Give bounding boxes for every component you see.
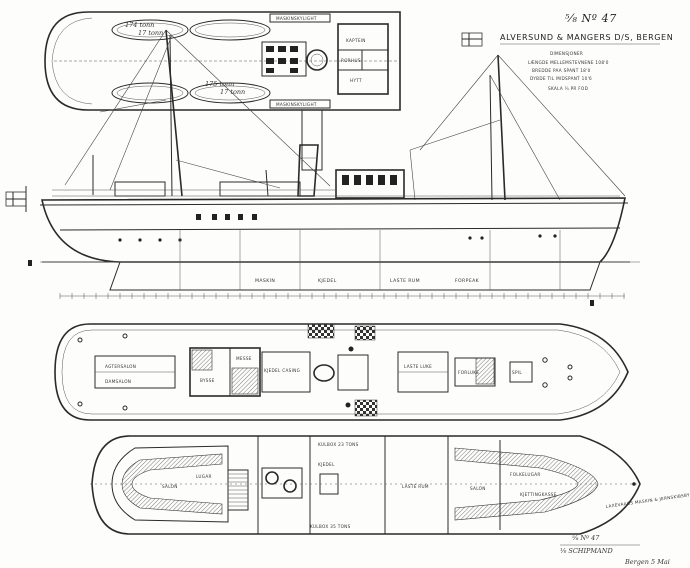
builder-stamp: LAXEVAAGS MASKIN & JERNSKIBSBYGGERI BERG… [605, 487, 690, 509]
dimensions-heading: DIMENSJONER [550, 51, 583, 56]
deck-aft-cabin-2: DAMSALON [105, 379, 131, 384]
owner-line: ALVERSUND & MANGERS D/S, BERGEN [500, 33, 673, 42]
boat-label-right-bottom: 17 tonn [220, 88, 245, 96]
deck-windlass: SPIL [512, 370, 522, 375]
footer-signature: Bergen 5 Mai [624, 558, 670, 566]
skylight-label-top: MASKINSKYLIGHT [276, 16, 317, 21]
boat-deck-plan: 174 tonn 17 tonn 175 tonn 17 tonn KAPTEI… [44, 11, 401, 171]
room-wheelhouse: RORHUS [341, 58, 361, 63]
lower-boiler: KJEDEL [318, 462, 335, 467]
profile-boiler: KJEDEL [318, 278, 337, 284]
room-cabin: HYTT [350, 78, 362, 83]
profile-forepeak: FORPEAK [455, 278, 480, 284]
room-captain: KAPTEIN [346, 38, 366, 43]
lower-chain: KJETTINGKASSE [520, 492, 557, 497]
deck-cargo-hatch: LASTE LUKE [404, 364, 432, 369]
profile-cargo: LASTE RUM [390, 278, 420, 284]
deck-aft-cabin: AGTERSALON [105, 364, 136, 369]
lower-crew: FOLKELUGAR [510, 472, 541, 477]
deck-fore-hatch: FORLUKE [458, 370, 479, 375]
dimension-breadth: BREDDE PAA SPANT 18'0 [532, 68, 591, 73]
boat-label-left-bottom: 17 tonn [138, 29, 163, 37]
main-deck-plan: AGTERSALON DAMSALON BYSSE MESSE KJEDEL C… [54, 323, 629, 421]
deck-boiler-casing: KJEDEL CASING [264, 368, 300, 373]
profile-engine: MASKIN [255, 278, 275, 284]
lower-fore-salon: SALON [470, 486, 486, 491]
footer-scale: ⅛ SCHIPMAND [560, 547, 613, 555]
dimension-depth: DYBDE TIL MIDSPANT 10'6 [530, 76, 592, 81]
footer-number: ⁵⁄₈ Nº 47 [572, 534, 600, 542]
profile-elevation: MASKIN KJEDEL LASTE RUM FORPEAK [5, 29, 640, 306]
scale-line: SKALA ¼ PR FOD [548, 86, 588, 91]
lower-hold: LASTE RUM [402, 484, 429, 489]
title-block: ⁵⁄₈ Nº 47 ALVERSUND & MANGERS D/S, BERGE… [500, 12, 673, 91]
deck-galley: BYSSE [200, 378, 215, 383]
lower-bunker-bottom: KULBOX 35 TONS [310, 524, 351, 529]
boat-label-left-top: 174 tonn [125, 21, 154, 29]
deck-mess: MESSE [236, 356, 252, 361]
drawing-number: ⁵⁄₈ Nº 47 [565, 12, 617, 25]
boat-label-right-top: 175 tonn [205, 80, 234, 88]
lower-deck-plan: SALON LUGAR KULBOX 23 TONS KJEDEL KULBOX… [90, 435, 641, 535]
lower-aft-room: LUGAR [196, 474, 212, 479]
lower-aft-salon: SALON [162, 484, 178, 489]
skylight-label-bottom: MASKINSKYLIGHT [276, 102, 317, 107]
dimension-length: LÆNGDE MELLEMSTEVNENE 108'0 [528, 60, 609, 65]
lower-bunker-top: KULBOX 23 TONS [318, 442, 359, 447]
